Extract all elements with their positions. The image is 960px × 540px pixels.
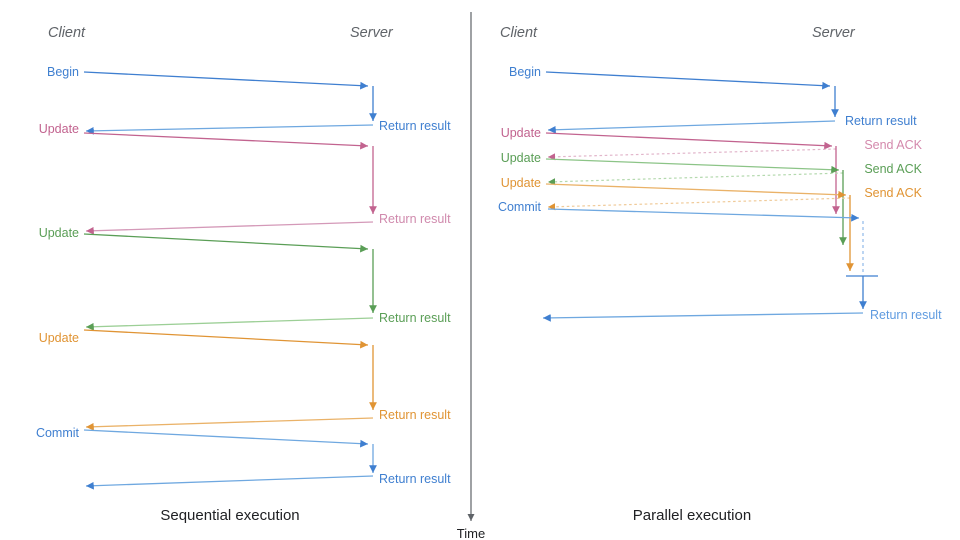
left-update-green-label: Update <box>39 226 79 240</box>
right-send-ack-pink-label: Send ACK <box>864 138 922 152</box>
right-server-role-label: Server <box>812 25 856 41</box>
panel-parallel: Client Server Begin Return result Update… <box>498 25 942 524</box>
right-update-green-ack-arrow <box>547 172 844 186</box>
left-begin-response-arrow <box>85 124 374 135</box>
left-panel-caption: Sequential execution <box>160 507 299 524</box>
right-update-orange-ack-arrow <box>547 197 851 211</box>
right-update-pink-label: Update <box>501 126 541 140</box>
right-begin-response-arrow <box>547 120 836 134</box>
left-commit-response-arrow <box>85 475 374 490</box>
left-flow-begin: Begin Return result <box>47 65 451 135</box>
left-update-orange-request-arrow <box>83 329 369 349</box>
right-begin-request-arrow <box>545 71 831 90</box>
right-panel-caption: Parallel execution <box>633 507 751 524</box>
right-begin-label: Begin <box>509 65 541 79</box>
left-update-green-response-arrow <box>85 317 374 331</box>
left-server-role-label: Server <box>350 25 394 41</box>
right-update-pink-ack-arrow <box>547 148 837 161</box>
right-commit-response-arrow <box>542 312 864 322</box>
right-update-pink-request-arrow <box>545 132 833 150</box>
left-update-orange-response-arrow <box>85 417 374 431</box>
left-return-result-1-label: Return result <box>379 119 451 133</box>
right-commit-request-arrow <box>547 208 860 222</box>
left-return-result-2-label: Return result <box>379 212 451 226</box>
right-flow-commit: Commit Return result <box>498 200 942 322</box>
left-return-result-4-label: Return result <box>379 408 451 422</box>
right-update-green-request-arrow <box>545 158 840 174</box>
left-commit-label: Commit <box>36 426 80 440</box>
time-axis-label: Time <box>457 526 485 540</box>
left-commit-request-arrow <box>83 429 369 448</box>
time-axis-group: Time <box>457 12 485 540</box>
left-return-result-5-label: Return result <box>379 472 451 486</box>
left-update-pink-request-arrow <box>83 132 369 150</box>
right-update-green-label: Update <box>501 151 541 165</box>
panel-sequential: Client Server Begin Return result Update… <box>36 25 451 524</box>
right-flow-update-pink: Update Send ACK <box>501 126 923 214</box>
left-update-orange-label: Update <box>39 331 79 345</box>
left-return-result-3-label: Return result <box>379 311 451 325</box>
left-flow-update-green: Update Return result <box>39 226 451 331</box>
right-send-ack-green-label: Send ACK <box>864 162 922 176</box>
left-update-pink-response-arrow <box>85 221 374 235</box>
right-update-orange-label: Update <box>501 176 541 190</box>
left-client-role-label: Client <box>48 25 86 41</box>
right-flow-begin: Begin Return result <box>509 65 917 134</box>
right-commit-label: Commit <box>498 200 542 214</box>
left-flow-commit: Commit Return result <box>36 426 451 490</box>
right-flow-update-green: Update Send ACK <box>501 151 923 245</box>
right-send-ack-orange-label: Send ACK <box>864 186 922 200</box>
right-client-role-label: Client <box>500 25 538 41</box>
left-update-green-request-arrow <box>83 233 369 253</box>
right-flow-update-orange: Update Send ACK <box>501 176 923 271</box>
right-return-result-1-label: Return result <box>845 114 917 128</box>
left-begin-label: Begin <box>47 65 79 79</box>
left-flow-update-pink: Update Return result <box>39 122 451 235</box>
left-flow-update-orange: Update Return result <box>39 329 451 431</box>
left-update-pink-label: Update <box>39 122 79 136</box>
left-begin-request-arrow <box>83 71 369 90</box>
right-update-orange-request-arrow <box>545 183 847 199</box>
right-return-result-2-label: Return result <box>870 308 942 322</box>
